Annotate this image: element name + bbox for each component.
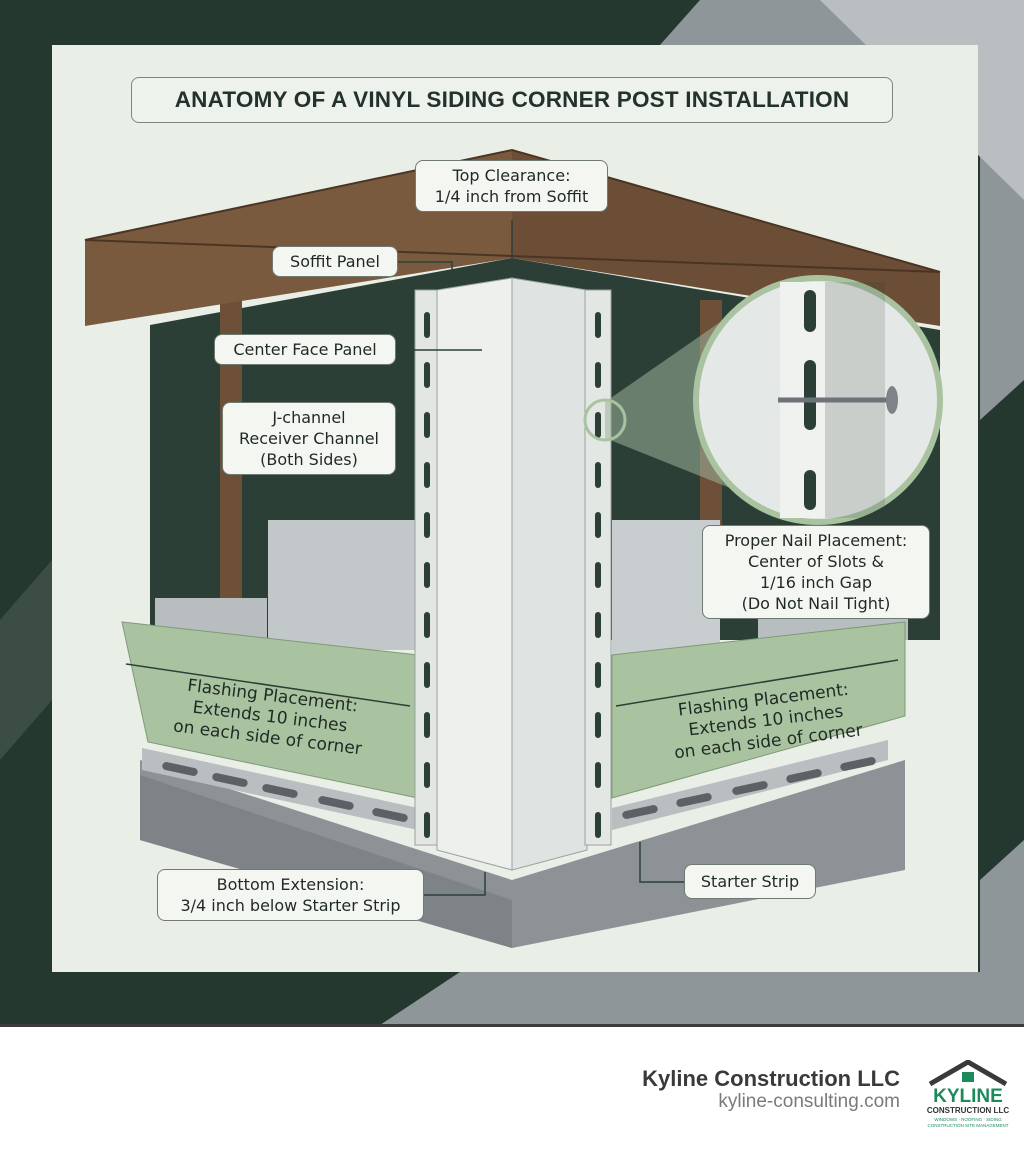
nail-slot xyxy=(424,712,430,738)
label-line: Top Clearance: xyxy=(452,166,571,185)
company-logo: KYLINE CONSTRUCTION LLC WINDOWS · ROOFIN… xyxy=(927,1060,1009,1128)
nail-slot xyxy=(595,612,601,638)
label-line: Proper Nail Placement: xyxy=(724,531,908,550)
nail-slot xyxy=(595,412,601,438)
nail-slot xyxy=(595,662,601,688)
nail-slot xyxy=(424,512,430,538)
svg-text:CONSTRUCTION SITE MANAGEMENT: CONSTRUCTION SITE MANAGEMENT xyxy=(927,1123,1008,1128)
nail-slot xyxy=(595,512,601,538)
nail-slot xyxy=(595,312,601,338)
nail-slot xyxy=(595,762,601,788)
nail-slot xyxy=(595,362,601,388)
nail-slot xyxy=(595,562,601,588)
company-website[interactable]: kyline-consulting.com xyxy=(718,1091,900,1112)
nail-slot xyxy=(595,712,601,738)
label-line: 3/4 inch below Starter Strip xyxy=(180,896,401,915)
label-line: Receiver Channel xyxy=(239,429,379,448)
label-line: Center of Slots & xyxy=(747,552,884,571)
label-starter-strip: Starter Strip xyxy=(684,864,816,899)
nail-slot xyxy=(424,812,430,838)
nail-slot xyxy=(595,812,601,838)
nail-slot xyxy=(424,312,430,338)
label-soffit-panel: Soffit Panel xyxy=(272,246,398,277)
label-bottom-extension: Bottom Extension: 3/4 inch below Starter… xyxy=(157,869,424,921)
svg-text:CONSTRUCTION LLC: CONSTRUCTION LLC xyxy=(927,1106,1009,1115)
nail-slot xyxy=(595,462,601,488)
label-line: (Do Not Nail Tight) xyxy=(741,594,891,613)
nail-slot xyxy=(424,562,430,588)
label-line: 1/4 inch from Soffit xyxy=(434,187,589,206)
nail-slot xyxy=(424,662,430,688)
nail-slot xyxy=(424,612,430,638)
company-name: Kyline Construction LLC xyxy=(642,1066,900,1091)
nail-slot xyxy=(424,462,430,488)
footer-divider xyxy=(0,1024,1024,1027)
svg-text:WINDOWS · ROOFING · SIDING: WINDOWS · ROOFING · SIDING xyxy=(934,1117,1002,1122)
label-line: (Both Sides) xyxy=(260,450,358,469)
label-j-channel: J-channel Receiver Channel (Both Sides) xyxy=(222,402,396,475)
nail-slot xyxy=(424,362,430,388)
label-top-clearance: Top Clearance: 1/4 inch from Soffit xyxy=(415,160,608,212)
label-line: 1/16 inch Gap xyxy=(760,573,872,592)
label-nail-placement: Proper Nail Placement: Center of Slots &… xyxy=(702,525,930,619)
label-center-face-panel: Center Face Panel xyxy=(214,334,396,365)
svg-text:KYLINE: KYLINE xyxy=(933,1086,1003,1107)
nail-slot xyxy=(424,412,430,438)
page-title: ANATOMY OF A VINYL SIDING CORNER POST IN… xyxy=(131,77,893,123)
nail-slot xyxy=(424,762,430,788)
label-line: Bottom Extension: xyxy=(216,875,365,894)
label-line: J-channel xyxy=(272,408,346,427)
